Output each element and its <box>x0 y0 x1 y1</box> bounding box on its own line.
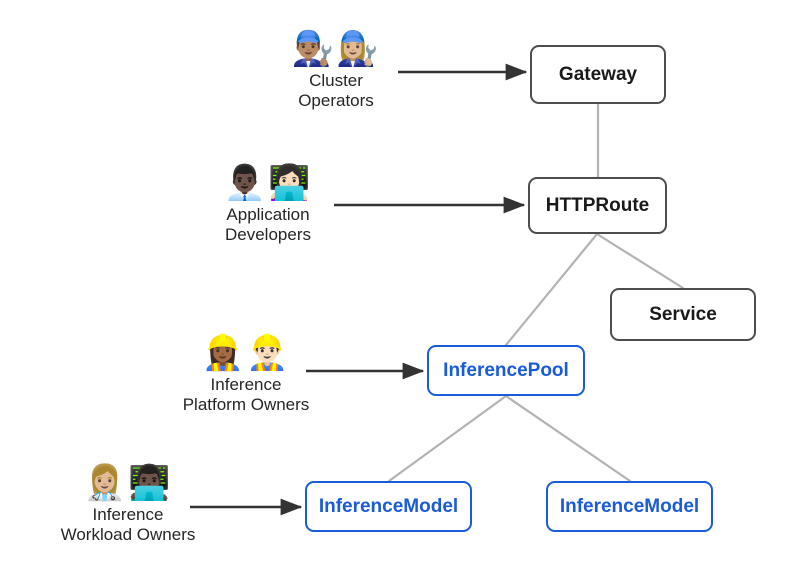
persona-cluster-operators: 👨🏽‍🔧👩🏼‍🔧Cluster Operators <box>286 29 386 112</box>
persona-label-inference-platform-owners: Inference Platform Owners <box>182 374 310 415</box>
persona-application-developers: 👨🏿‍💼👩🏻‍💻Application Developers <box>216 163 320 246</box>
node-inferencemodel1[interactable]: InferenceModel <box>305 481 472 532</box>
node-gateway[interactable]: Gateway <box>530 45 666 104</box>
edge-httproute-inferencepool <box>504 232 599 347</box>
man-mechanic-icon-woman-mechanic-icon: 👨🏽‍🔧👩🏼‍🔧 <box>291 29 381 69</box>
man-office-worker-icon-woman-technologist-icon: 👨🏿‍💼👩🏻‍💻 <box>223 163 313 203</box>
persona-arrows <box>190 63 528 516</box>
persona-label-cluster-operators: Cluster Operators <box>298 70 374 111</box>
edge-inferencepool-inferencemodel1 <box>387 394 508 483</box>
persona-inference-platform-owners: 👷🏾‍♀️👷🏻‍♂️Inference Platform Owners <box>178 333 314 416</box>
persona-label-application-developers: Application Developers <box>225 204 311 245</box>
node-service[interactable]: Service <box>610 288 756 341</box>
edge-httproute-service <box>595 232 685 290</box>
persona-inference-workload-owners: 👩🏼‍⚕️👨🏿‍💻Inference Workload Owners <box>56 463 200 546</box>
woman-construction-worker-icon-man-construction-worker-icon: 👷🏾‍♀️👷🏻‍♂️ <box>201 333 291 373</box>
node-httproute[interactable]: HTTPRoute <box>528 177 667 234</box>
edge-inferencepool-inferencemodel2 <box>504 394 632 483</box>
woman-health-worker-icon-man-technologist-icon: 👩🏼‍⚕️👨🏿‍💻 <box>83 463 173 503</box>
node-inferencepool[interactable]: InferencePool <box>427 345 585 396</box>
node-inferencemodel2[interactable]: InferenceModel <box>546 481 713 532</box>
persona-label-inference-workload-owners: Inference Workload Owners <box>60 504 196 545</box>
